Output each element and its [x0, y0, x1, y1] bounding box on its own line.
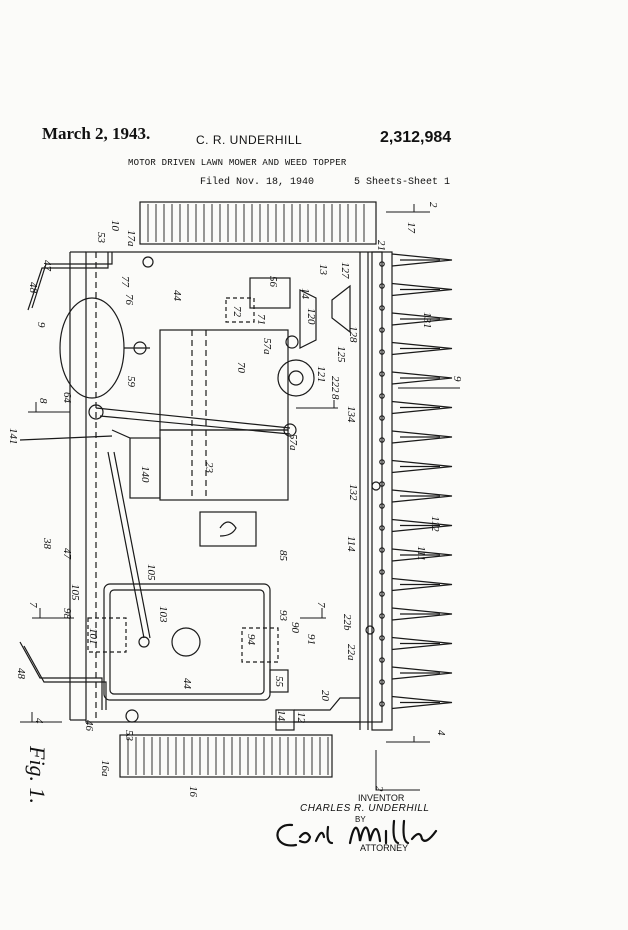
svg-text:59: 59 — [125, 376, 137, 388]
svg-text:44: 44 — [181, 678, 193, 690]
svg-text:70: 70 — [235, 362, 247, 374]
svg-text:44: 44 — [171, 290, 183, 302]
svg-text:76: 76 — [123, 294, 135, 306]
svg-text:94: 94 — [245, 634, 257, 646]
cutting-teeth — [391, 253, 453, 710]
svg-text:13: 13 — [317, 264, 329, 276]
bottom-wheel — [119, 734, 333, 778]
svg-text:120: 120 — [305, 308, 317, 325]
main-frame — [85, 251, 383, 723]
cutter-bar — [371, 251, 393, 731]
sheet-count: 5 Sheets-Sheet 1 — [354, 177, 451, 188]
svg-text:103: 103 — [157, 606, 169, 623]
svg-text:17: 17 — [405, 222, 417, 234]
svg-text:91: 91 — [305, 634, 317, 645]
svg-text:38: 38 — [41, 537, 53, 550]
reference-numerals: 10 17a 53 47 48 9 77 76 44 56 13 127 72 … — [7, 202, 463, 798]
svg-text:12: 12 — [295, 712, 307, 724]
handle-rod-top — [27, 252, 109, 311]
patent-number: 2,312,984 — [380, 129, 452, 146]
svg-text:85: 85 — [277, 550, 289, 562]
svg-text:16: 16 — [187, 786, 199, 798]
svg-text:23: 23 — [203, 462, 215, 474]
figure-label: Fig. 1. — [25, 745, 50, 804]
svg-text:140: 140 — [139, 466, 151, 483]
patent-date: March 2, 1943. — [42, 124, 151, 143]
inventor-name: CHARLES R. UNDERHILL — [300, 803, 430, 814]
svg-text:9: 9 — [35, 322, 47, 328]
svg-text:7: 7 — [27, 602, 39, 608]
svg-text:47: 47 — [61, 548, 73, 560]
svg-text:222: 222 — [329, 376, 341, 393]
svg-text:53: 53 — [123, 730, 135, 742]
svg-text:48: 48 — [15, 668, 27, 680]
battery-box — [103, 583, 271, 701]
svg-text:141: 141 — [7, 428, 19, 445]
svg-text:64: 64 — [61, 392, 73, 404]
svg-text:72: 72 — [231, 306, 243, 318]
svg-text:21: 21 — [375, 240, 387, 251]
filed-date: Filed Nov. 18, 1940 — [200, 177, 315, 188]
svg-text:112: 112 — [429, 516, 441, 532]
attorney-label: ATTORNEY — [360, 843, 409, 853]
top-wheel — [139, 201, 377, 245]
svg-text:57a: 57a — [261, 338, 273, 355]
svg-text:2: 2 — [373, 786, 385, 792]
patent-title: MOTOR DRIVEN LAWN MOWER AND WEED TOPPER — [128, 158, 347, 168]
lawn-mower-drawing: 10 17a 53 47 48 9 77 76 44 56 13 127 72 … — [7, 201, 463, 804]
svg-text:127: 127 — [339, 262, 351, 279]
svg-text:22b: 22b — [341, 614, 353, 631]
svg-text:131: 131 — [421, 312, 433, 329]
control-rod — [95, 407, 291, 429]
svg-text:57a: 57a — [287, 434, 299, 451]
svg-text:9: 9 — [451, 376, 463, 382]
svg-text:101: 101 — [87, 628, 99, 645]
svg-text:16a: 16a — [99, 760, 111, 777]
svg-text:8: 8 — [37, 398, 49, 404]
svg-text:8: 8 — [329, 394, 341, 400]
svg-text:14: 14 — [299, 288, 311, 300]
svg-text:22a: 22a — [345, 644, 357, 661]
attorney-signature — [276, 819, 438, 847]
svg-text:111: 111 — [415, 546, 427, 561]
svg-text:90: 90 — [289, 622, 301, 634]
svg-text:125: 125 — [335, 346, 347, 363]
svg-text:105: 105 — [69, 584, 81, 601]
svg-text:47: 47 — [41, 260, 53, 272]
inventor-header: C. R. UNDERHILL — [196, 133, 303, 147]
svg-text:134: 134 — [345, 406, 357, 423]
svg-text:14: 14 — [275, 710, 287, 722]
svg-text:56: 56 — [267, 276, 279, 288]
svg-text:128: 128 — [347, 326, 359, 343]
svg-text:105: 105 — [145, 564, 157, 581]
svg-text:20: 20 — [319, 690, 331, 702]
svg-text:77: 77 — [119, 276, 131, 288]
svg-text:98: 98 — [61, 608, 73, 620]
svg-text:2: 2 — [427, 202, 439, 208]
svg-text:7: 7 — [315, 602, 327, 608]
svg-text:17a: 17a — [125, 230, 137, 247]
svg-text:132: 132 — [347, 484, 359, 501]
svg-text:4: 4 — [33, 718, 45, 724]
svg-text:55: 55 — [273, 676, 285, 688]
by-label: BY — [355, 815, 366, 824]
svg-text:93: 93 — [277, 610, 289, 622]
svg-text:10: 10 — [109, 220, 121, 232]
drive-pulley — [277, 359, 315, 397]
svg-text:48: 48 — [27, 282, 39, 294]
svg-text:114: 114 — [345, 536, 357, 552]
svg-text:121: 121 — [315, 366, 327, 383]
svg-text:71: 71 — [255, 314, 267, 325]
svg-text:46: 46 — [83, 720, 95, 732]
svg-text:4: 4 — [435, 730, 447, 736]
svg-text:53: 53 — [95, 232, 107, 244]
inventor-label: INVENTOR — [358, 793, 405, 803]
